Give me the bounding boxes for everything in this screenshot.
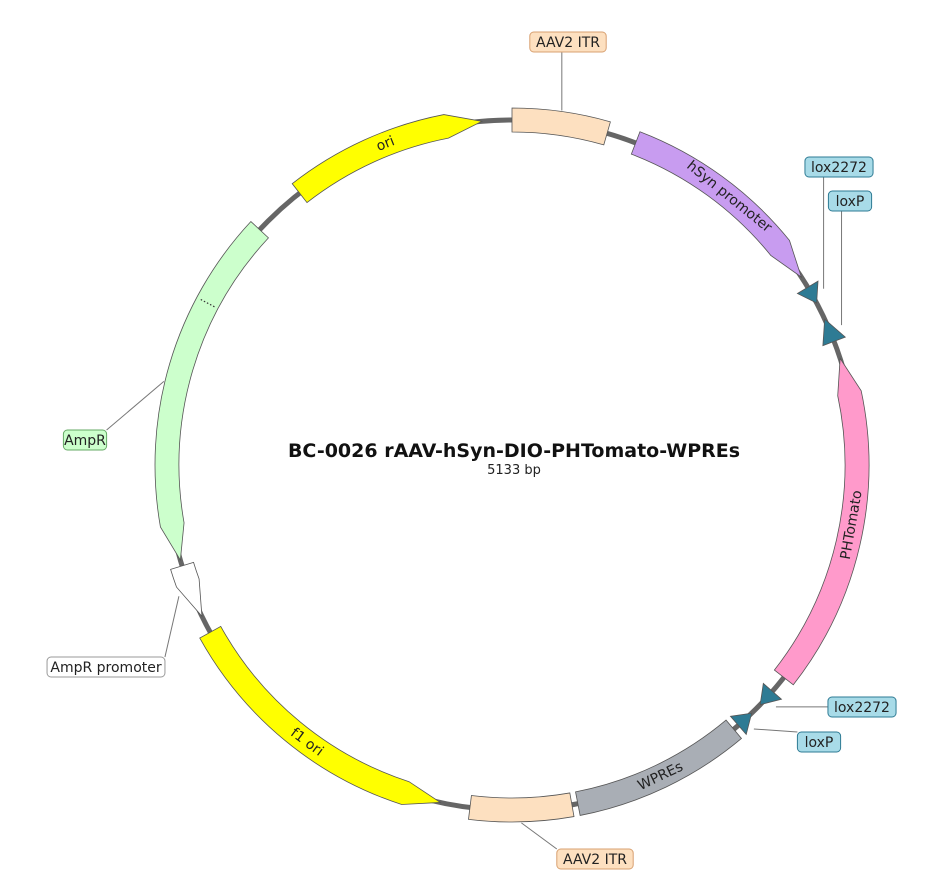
feature-arrow-ampr: [154, 220, 270, 562]
feature-arrow-hsyn-promoter: [630, 131, 803, 279]
plasmid-title: BC-0026 rAAV-hSyn-DIO-PHTomato-WPREs: [288, 440, 740, 462]
feature-ampr-promoter: [170, 561, 203, 618]
feature-arrow-lox2272-top: [796, 280, 819, 304]
feature-lox2272-top: [796, 280, 819, 304]
callout-label-ampr: AmpR: [64, 433, 106, 449]
feature-loxp-top: [822, 318, 847, 347]
feature-arrow-ori: [291, 114, 484, 204]
feature-f1-ori: f1 ori: [199, 625, 442, 805]
feature-ampr: [154, 220, 270, 562]
feature-arrow-aav2-itr-bottom: [468, 792, 575, 823]
callout-box-lox2272-bottom: [827, 696, 897, 718]
callout-label-loxp-top: loxP: [836, 194, 865, 210]
callout-leader-ampr: [106, 381, 165, 431]
callout-box-loxp-top: [827, 190, 873, 212]
feature-label-ori: ori: [374, 133, 397, 155]
feature-arrow-loxp-top: [822, 318, 847, 347]
feature-label-hsyn-promoter: hSyn promoter: [684, 158, 775, 236]
callout-box-aav2-itr-bottom: [556, 848, 634, 870]
feature-aav2-itr-bottom: [468, 792, 575, 823]
callout-label-aav2-itr-top: AAV2 ITR: [536, 35, 600, 51]
plasmid-size: 5133 bp: [487, 463, 541, 478]
callout-ampr: AmpR: [62, 381, 165, 451]
callout-leader-loxp-bottom: [753, 728, 798, 733]
feature-arrow-lox2272-bottom: [759, 682, 783, 706]
feature-hsyn-promoter: hSyn promoter: [630, 131, 803, 279]
feature-aav2-itr-top: [511, 107, 611, 146]
feature-wpres: WPREs: [575, 719, 743, 816]
callout-layer: AAV2 ITR lox2272 loxP lox2272 loxP AAV2 ITR Am…: [46, 31, 897, 870]
callout-label-ampr-promoter: AmpR promoter: [50, 660, 161, 676]
feature-arrow-aav2-itr-top: [511, 107, 611, 146]
feature-arrow-f1-ori: [199, 625, 442, 805]
feature-arrow-ampr-promoter: [170, 561, 203, 618]
callout-leader-ampr-promoter: [164, 596, 180, 658]
feature-arrow-loxp-bottom: [729, 712, 753, 736]
callout-lox2272-top: lox2272: [804, 156, 874, 289]
callout-ampr-promoter: AmpR promoter: [46, 596, 180, 678]
feature-ori: ori: [291, 114, 484, 204]
callout-aav2-itr-bottom: AAV2 ITR: [521, 822, 634, 870]
callout-leader-aav2-itr-bottom: [521, 822, 558, 850]
callout-label-loxp-bottom: loxP: [805, 735, 834, 751]
feature-arrow-wpres: [575, 719, 743, 816]
callout-aav2-itr-top: AAV2 ITR: [529, 31, 607, 111]
feature-arrow-phtomato: [773, 357, 870, 686]
feature-loxp-bottom: [729, 712, 753, 736]
ampr-dotted-marker: [200, 298, 215, 308]
callout-box-aav2-itr-top: [529, 31, 607, 53]
feature-phtomato: PHTomato: [773, 357, 870, 686]
callout-loxp-top: loxP: [827, 190, 873, 326]
callout-loxp-bottom: loxP: [753, 728, 842, 753]
feature-lox2272-bottom: [759, 682, 783, 706]
callout-label-aav2-itr-bottom: AAV2 ITR: [563, 852, 627, 868]
callout-box-ampr: [62, 429, 108, 451]
callout-label-lox2272-bottom: lox2272: [834, 700, 890, 716]
callout-box-loxp-bottom: [796, 731, 842, 753]
callout-label-lox2272-top: lox2272: [811, 160, 867, 176]
callout-lox2272-bottom: lox2272: [775, 696, 897, 718]
callout-box-ampr-promoter: [46, 656, 166, 678]
callout-box-lox2272-top: [804, 156, 874, 178]
